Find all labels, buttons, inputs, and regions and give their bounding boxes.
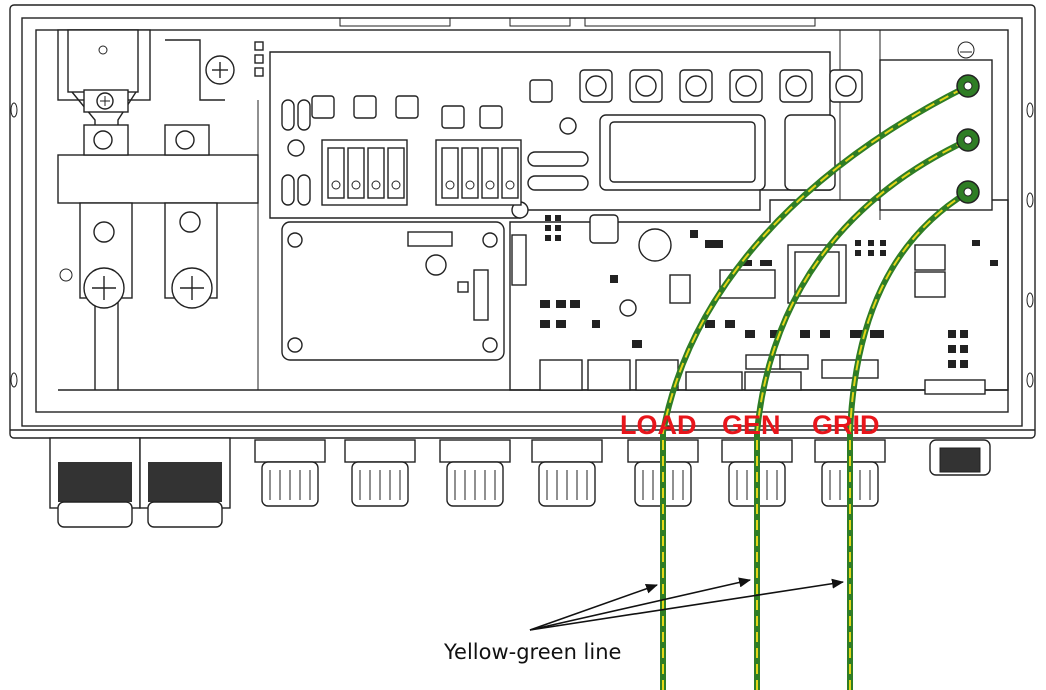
terminal-screws-row xyxy=(579,69,863,103)
upper-pcb xyxy=(269,51,910,219)
wire-grid xyxy=(847,189,970,690)
relay-block-left xyxy=(321,139,408,206)
caption-yellow-green-line: Yellow-green line xyxy=(443,640,621,664)
wire-load xyxy=(660,83,970,690)
label-grid: GRID xyxy=(812,410,880,440)
busbar-block xyxy=(57,29,264,390)
earth-wires xyxy=(660,74,980,690)
comm-pcb xyxy=(281,221,505,361)
smd-components xyxy=(540,215,998,368)
label-load: LOAD xyxy=(620,410,697,440)
gland-large-left xyxy=(49,437,231,528)
cable-glands xyxy=(49,437,991,528)
label-gen: GEN xyxy=(722,410,781,440)
wire-gen xyxy=(754,137,970,690)
ring-terminals xyxy=(956,74,980,204)
annotation-arrows xyxy=(529,577,844,631)
rj45-ports xyxy=(539,359,679,391)
terminal-strips xyxy=(685,354,986,395)
relay-block-right xyxy=(435,139,522,206)
control-board xyxy=(509,199,1009,395)
